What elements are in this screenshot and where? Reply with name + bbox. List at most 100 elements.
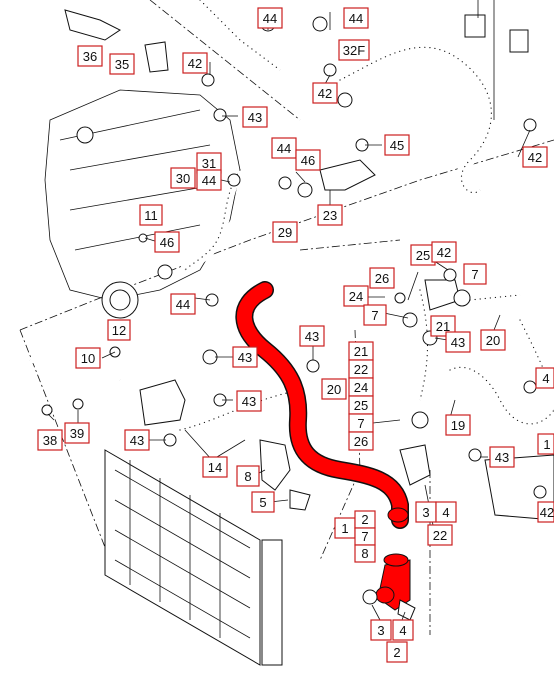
callout-46-lower: 46: [154, 231, 180, 253]
callout-8-stack-lower: 8: [354, 544, 376, 563]
assembly-boundaries: [19, 0, 554, 635]
engine-block: [44, 89, 241, 319]
callout-7-center: 7: [363, 304, 387, 326]
callout-42-edge: 42: [537, 501, 554, 523]
callout-22-stack: 22: [348, 359, 374, 379]
callout-42-right: 42: [522, 146, 548, 168]
svg-text:4: 4: [542, 371, 549, 386]
callout-21-stack: 21: [348, 341, 374, 361]
callout-35: 35: [109, 53, 135, 75]
callout-20-right: 20: [480, 329, 506, 351]
callout-24-stack: 24: [348, 377, 374, 397]
svg-text:35: 35: [115, 57, 129, 72]
svg-text:43: 43: [495, 450, 509, 465]
callout-labels: 44 44 32F 36 35 42 42 42 43 45 31 30 44 …: [37, 7, 554, 663]
callout-7-stack: 7: [348, 413, 374, 433]
callout-43-center: 43: [299, 325, 325, 347]
small-parts: [41, 9, 554, 621]
svg-text:2: 2: [393, 645, 400, 660]
callout-5: 5: [251, 491, 275, 513]
callout-8-left: 8: [236, 465, 260, 487]
svg-text:45: 45: [390, 138, 404, 153]
svg-text:1: 1: [543, 437, 550, 452]
callout-2-stack: 2: [354, 510, 376, 529]
svg-text:44: 44: [176, 297, 190, 312]
callout-43-left-lower: 43: [236, 390, 262, 412]
svg-text:42: 42: [437, 245, 451, 260]
callout-23: 23: [317, 204, 343, 226]
callout-4-bottom: 4: [392, 619, 414, 641]
svg-text:43: 43: [238, 350, 252, 365]
svg-text:31: 31: [202, 156, 216, 171]
callout-39: 39: [64, 422, 90, 444]
svg-text:23: 23: [323, 208, 337, 223]
callout-45: 45: [384, 134, 410, 156]
svg-text:29: 29: [278, 225, 292, 240]
svg-text:43: 43: [451, 335, 465, 350]
callout-42-center: 42: [431, 241, 457, 263]
callout-43-center-right: 43: [445, 331, 471, 353]
svg-text:3: 3: [422, 505, 429, 520]
svg-text:43: 43: [305, 329, 319, 344]
svg-text:4: 4: [442, 505, 449, 520]
callout-44-near-30: 44: [196, 169, 222, 191]
svg-text:42: 42: [188, 56, 202, 71]
callout-11: 11: [139, 204, 163, 226]
svg-text:30: 30: [176, 171, 190, 186]
svg-text:22: 22: [354, 362, 368, 377]
callout-32f: 32F: [338, 39, 370, 61]
callout-7-stack-lower: 7: [354, 527, 376, 546]
callout-3-bottom: 3: [370, 619, 392, 641]
callout-25-stack: 25: [348, 395, 374, 415]
svg-text:11: 11: [144, 208, 158, 223]
callout-38: 38: [37, 429, 63, 451]
callout-44-top-right: 44: [343, 7, 369, 29]
callout-10: 10: [75, 347, 101, 369]
svg-text:44: 44: [277, 141, 291, 156]
svg-text:20: 20: [327, 382, 341, 397]
svg-text:26: 26: [375, 271, 389, 286]
callout-31: 31: [196, 152, 222, 174]
svg-text:21: 21: [354, 344, 368, 359]
svg-text:43: 43: [130, 433, 144, 448]
callout-3-center: 3: [415, 501, 437, 523]
callout-21-upper: 21: [430, 315, 456, 337]
callout-46-upper: 46: [295, 149, 321, 171]
svg-text:10: 10: [81, 351, 95, 366]
svg-text:42: 42: [318, 86, 332, 101]
svg-text:22: 22: [433, 528, 447, 543]
callout-42-middle: 42: [312, 82, 338, 104]
svg-text:39: 39: [70, 426, 84, 441]
svg-text:43: 43: [242, 394, 256, 409]
svg-text:14: 14: [208, 460, 222, 475]
callout-44-near-46: 44: [271, 137, 297, 159]
callout-36: 36: [77, 45, 103, 67]
callout-4-center: 4: [435, 501, 457, 523]
callout-44-lower: 44: [170, 293, 196, 315]
callout-7-upper-right: 7: [463, 263, 487, 285]
svg-text:43: 43: [248, 110, 262, 125]
callout-43-upper: 43: [242, 106, 268, 128]
svg-text:44: 44: [202, 173, 216, 188]
callout-4-edge: 4: [535, 367, 554, 389]
svg-text:7: 7: [471, 267, 478, 282]
svg-text:4: 4: [399, 623, 406, 638]
callout-2-bottom: 2: [386, 641, 408, 663]
svg-text:26: 26: [354, 434, 368, 449]
svg-text:44: 44: [349, 11, 363, 26]
svg-text:25: 25: [354, 398, 368, 413]
svg-text:46: 46: [160, 235, 174, 250]
svg-text:8: 8: [244, 469, 251, 484]
callout-43-left-bottom: 43: [124, 429, 150, 451]
callout-19: 19: [445, 414, 471, 436]
svg-text:32F: 32F: [343, 43, 365, 58]
callout-12: 12: [107, 319, 131, 341]
callout-25-upper: 25: [410, 244, 436, 266]
svg-text:36: 36: [83, 49, 97, 64]
svg-text:7: 7: [361, 529, 368, 544]
callout-26-stack: 26: [348, 431, 374, 451]
svg-text:46: 46: [301, 153, 315, 168]
svg-text:38: 38: [43, 433, 57, 448]
svg-text:19: 19: [451, 418, 465, 433]
